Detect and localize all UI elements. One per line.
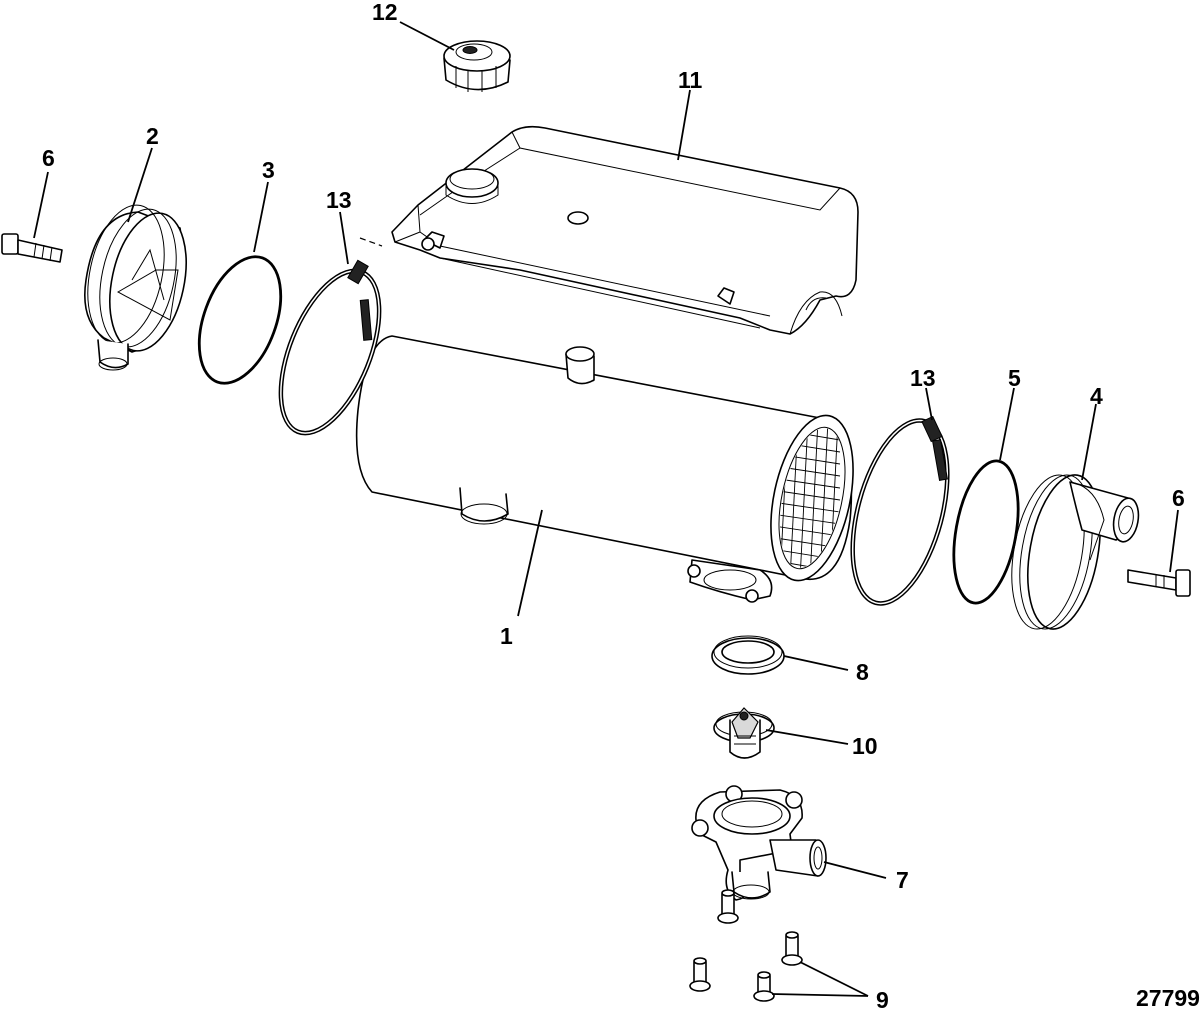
part-12-filler-cap [443, 40, 511, 92]
screw [753, 971, 775, 1002]
part-11-reservoir-cover [359, 125, 859, 335]
part-9-screws [689, 889, 803, 1002]
part-6-right-bolt [1127, 569, 1191, 597]
callout-2: 2 [146, 123, 159, 149]
part-8-gasket [711, 635, 785, 675]
part-3-left-o-ring [197, 255, 283, 385]
screw [689, 957, 711, 992]
callout-1: 1 [500, 623, 513, 649]
part-6-left-bolt [1, 233, 63, 263]
part-13-left-hose-clamp [278, 259, 382, 436]
part-7-thermostat-housing [691, 785, 827, 901]
part-13-right-hose-clamp [850, 415, 950, 606]
screw [717, 889, 739, 924]
callout-4: 4 [1090, 383, 1103, 409]
callout-labels: 12 11 2 6 3 13 1 13 5 4 6 8 10 7 9 27799 [42, 0, 1200, 1013]
screw [781, 931, 803, 966]
callout-5: 5 [1008, 365, 1021, 391]
callout-12: 12 [372, 0, 398, 25]
callout-3: 3 [262, 157, 275, 183]
figure-number: 27799 [1136, 985, 1200, 1011]
callout-13-left: 13 [326, 187, 352, 213]
callout-9: 9 [876, 987, 889, 1013]
part-5-right-o-ring [952, 459, 1020, 605]
callout-6-left: 6 [42, 145, 55, 171]
callout-10: 10 [852, 733, 878, 759]
part-1-heat-exchanger [355, 335, 854, 603]
callout-7: 7 [896, 867, 909, 893]
callout-6-right: 6 [1172, 485, 1185, 511]
callout-11: 11 [678, 67, 703, 93]
part-4-right-end-cap [1011, 474, 1140, 630]
callout-8: 8 [856, 659, 869, 685]
callout-13-right: 13 [910, 365, 936, 391]
leader-lines [33, 21, 1179, 997]
part-10-thermostat [713, 707, 775, 759]
part-2-left-end-cap [84, 204, 187, 371]
